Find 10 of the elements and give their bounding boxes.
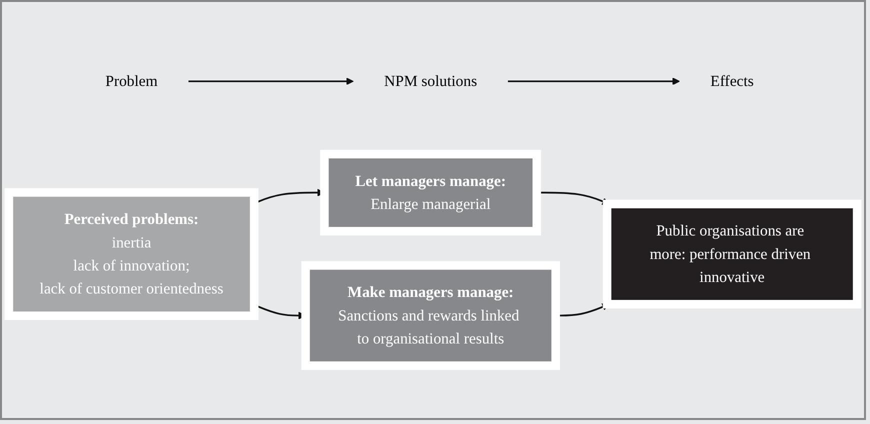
node-text: Problem [105, 72, 158, 90]
node-box [602, 200, 862, 308]
node-box [4, 188, 258, 320]
node-box [301, 261, 560, 370]
node-box [320, 150, 542, 236]
arrow [188, 78, 354, 86]
node-text: Effects [710, 72, 754, 90]
arrow [508, 78, 680, 86]
flowchart: Problem NPM solutions Effects Perceived problems: inertia lack of innovation; lack of customer orientedness Let managers manage: Enlarge managerial Make managers manage: Sanctions and rewards linked to organisational results Public organisations are more: performance driven innovative [2, 2, 864, 418]
node-text: NPM solutions [384, 72, 478, 90]
